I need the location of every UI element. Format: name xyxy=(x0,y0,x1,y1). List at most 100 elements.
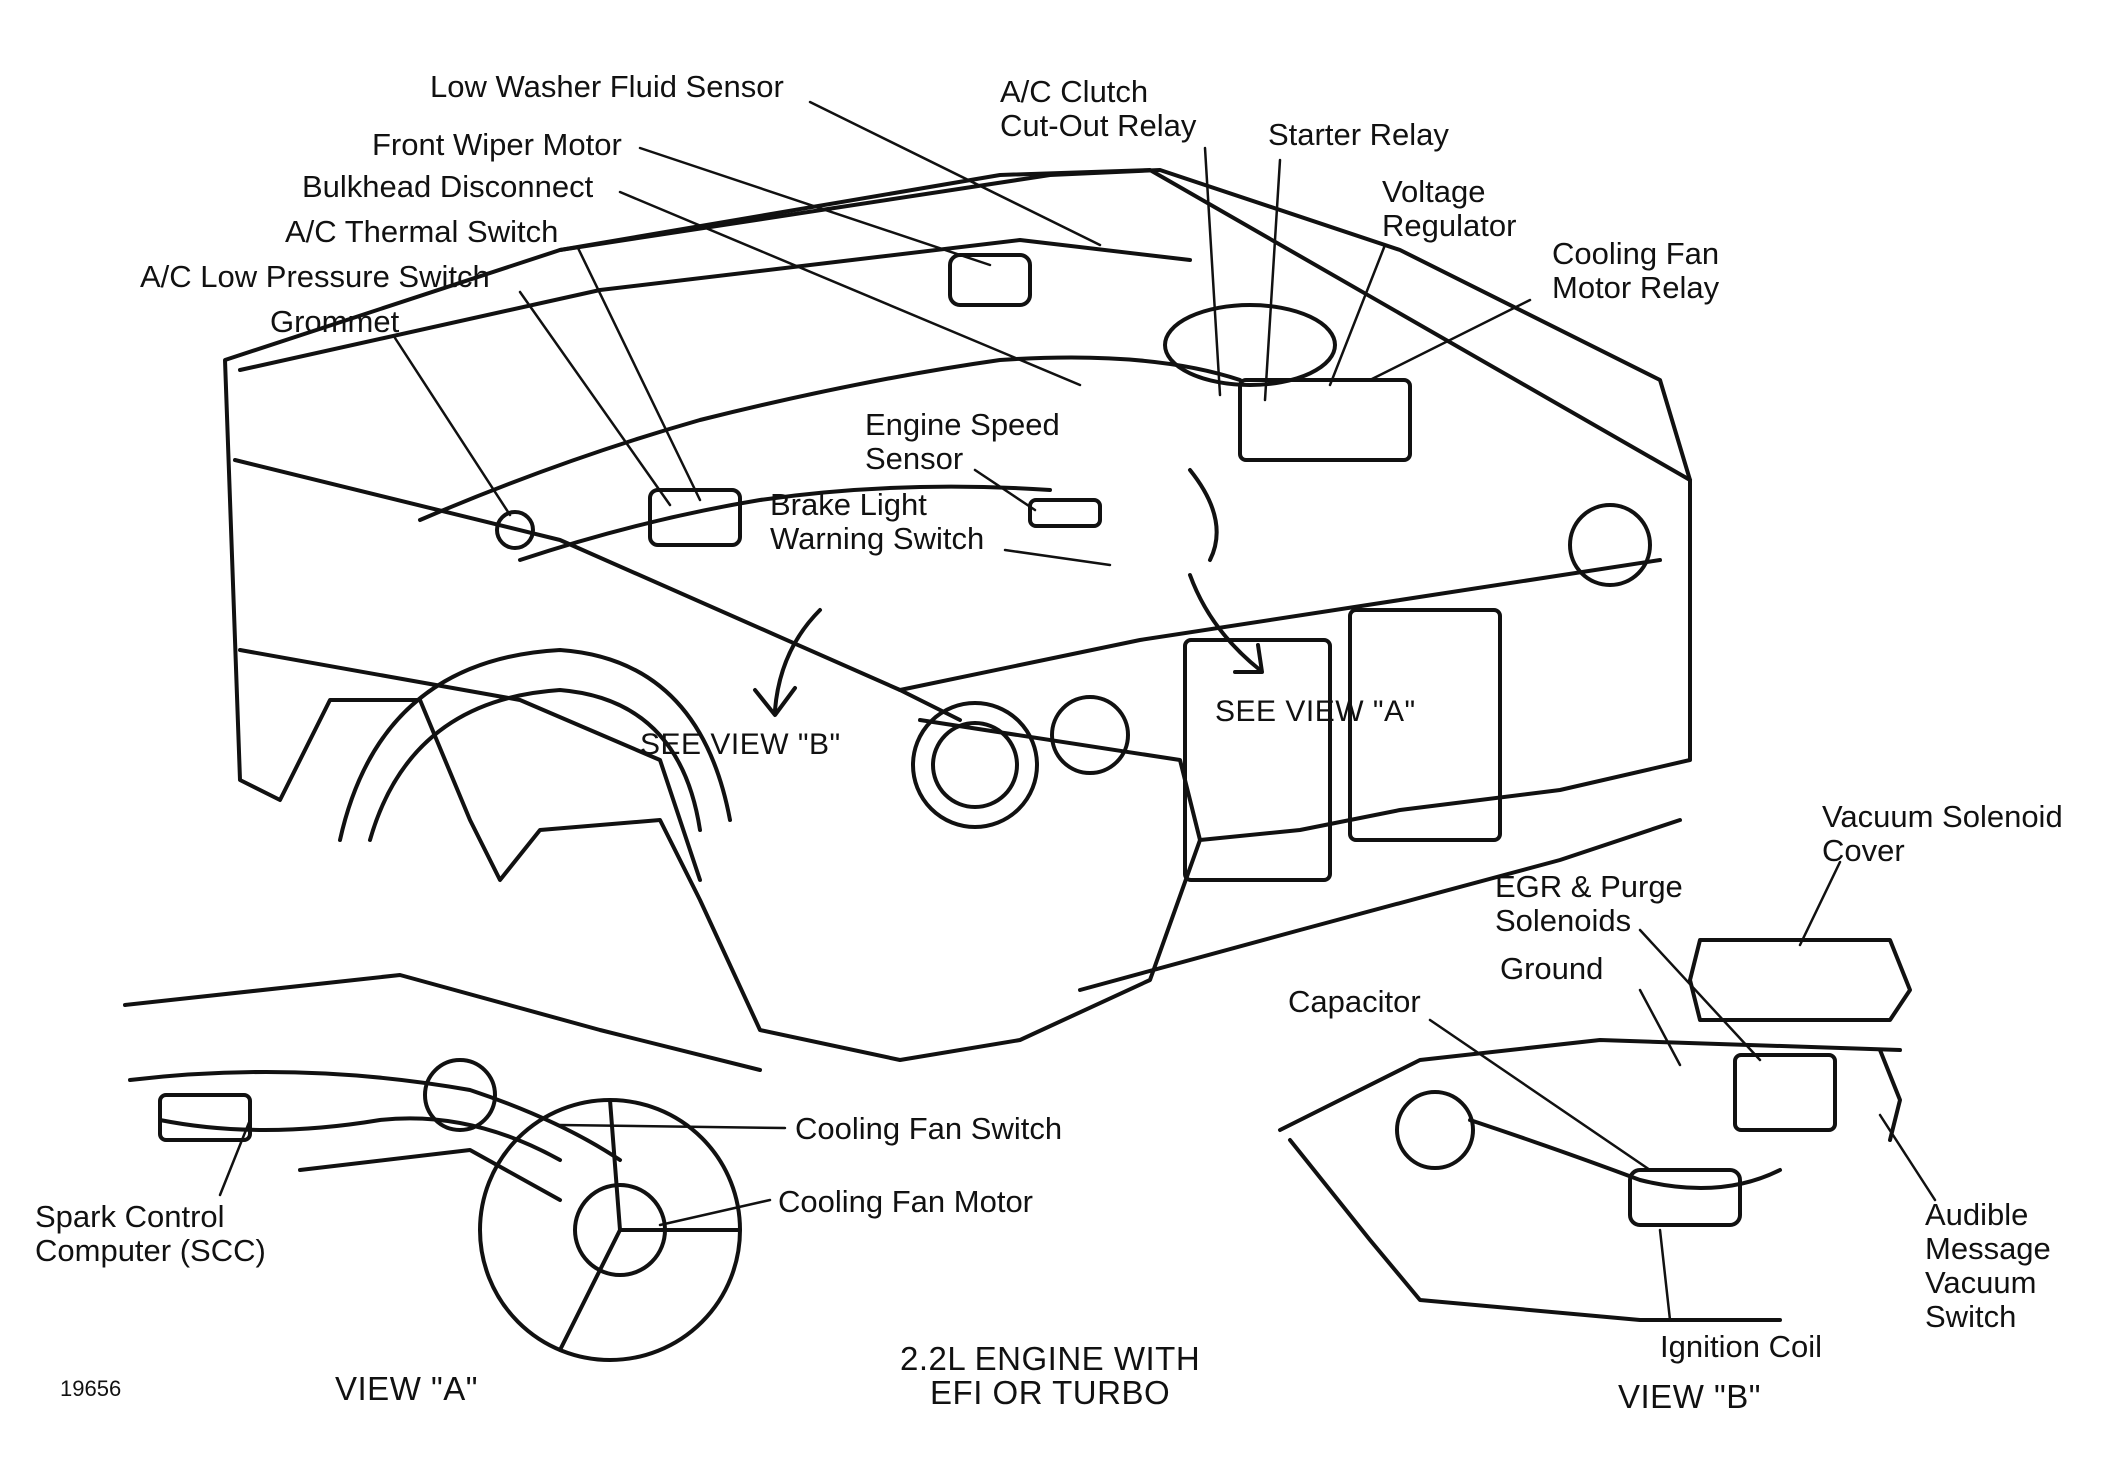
label-ac-low-pressure-switch: A/C Low Pressure Switch xyxy=(140,259,490,294)
see-view-a-arrowhead xyxy=(1233,643,1264,674)
grille-opening-right xyxy=(1348,608,1502,842)
label-egr-purge-solenoids-line-1: EGR & Purge xyxy=(1495,869,1683,904)
leader-ground xyxy=(1638,988,1682,1067)
label-see-view-a: SEE VIEW "A" xyxy=(1215,695,1416,728)
leader-cooling-fan-motor xyxy=(658,1198,772,1227)
cowl-line xyxy=(558,168,1692,482)
see-view-a-arrow xyxy=(1188,573,1262,672)
leader-vacuum-solenoid-cover xyxy=(1798,860,1842,947)
label-engine-speed-sensor-line-2: Sensor xyxy=(865,441,964,476)
label-vacuum-solenoid-cover-line-1: Vacuum Solenoid xyxy=(1822,799,2063,834)
label-audible-message-vacuum-switch: Audible Message Vacuum Switch xyxy=(1925,1198,2051,1334)
label-egr-purge-solenoids: EGR & Purge Solenoids xyxy=(1495,870,1683,938)
strut-tower xyxy=(1163,303,1337,387)
view-a-fan-blade-1 xyxy=(608,1098,622,1232)
label-ac-clutch-cutout-relay-line-2: Cut-Out Relay xyxy=(1000,108,1197,143)
bumper-line xyxy=(1078,818,1682,992)
label-voltage-regulator-line-1: Voltage xyxy=(1382,174,1486,209)
label-ac-thermal-switch: A/C Thermal Switch xyxy=(285,214,559,249)
view-a-fan-blade-3 xyxy=(558,1228,622,1352)
leader-grommet xyxy=(393,336,512,517)
label-starter-relay: Starter Relay xyxy=(1268,117,1449,152)
label-ground: Ground xyxy=(1500,951,1604,986)
harness-lower xyxy=(518,484,1052,562)
label-ignition-coil: Ignition Coil xyxy=(1660,1329,1822,1364)
grommet-shape xyxy=(495,510,535,550)
label-ac-clutch-cutout-relay: A/C Clutch Cut-Out Relay xyxy=(1000,75,1196,143)
label-brake-light-warning-switch-line-2: Warning Switch xyxy=(770,521,985,556)
label-engine-speed-sensor: Engine Speed Sensor xyxy=(865,408,1060,476)
view-a-harness xyxy=(158,1116,562,1162)
label-brake-light-warning-switch-line-1: Brake Light xyxy=(770,487,927,522)
label-capacitor: Capacitor xyxy=(1288,984,1421,1019)
label-front-wiper-motor: Front Wiper Motor xyxy=(372,127,622,162)
caption-engine-note-line-1: 2.2L ENGINE WITH xyxy=(900,1340,1201,1377)
label-audible-message-vacuum-switch-line-2: Message xyxy=(1925,1231,2051,1266)
harness-right xyxy=(1188,468,1219,562)
speed-sensor-body xyxy=(1028,498,1102,528)
relay-bank xyxy=(1238,378,1412,462)
figure-number: 19656 xyxy=(60,1376,122,1401)
headlight-left-inner xyxy=(931,721,1019,809)
caption-view-a: VIEW "A" xyxy=(335,1370,478,1407)
label-voltage-regulator: Voltage Regulator xyxy=(1382,175,1516,243)
front-panel xyxy=(918,718,1202,842)
headlight-mid xyxy=(1050,695,1130,775)
caption-view-b: VIEW "B" xyxy=(1618,1378,1761,1415)
leader-ignition-coil xyxy=(1658,1228,1672,1322)
label-low-washer-fluid-sensor: Low Washer Fluid Sensor xyxy=(430,69,784,104)
view-b-solenoid-block xyxy=(1733,1053,1837,1132)
fender-lower-crease xyxy=(238,648,702,882)
view-b-fender xyxy=(1288,1138,1782,1322)
leader-audible-message-vacuum-switch xyxy=(1878,1113,1937,1202)
leader-ac-low-pressure-switch xyxy=(518,290,672,507)
leader-low-washer-fluid-sensor xyxy=(808,100,1102,247)
label-spark-control-computer-line-1: Spark Control xyxy=(35,1199,225,1234)
view-a-crossmember xyxy=(128,1070,622,1162)
wheel-arch xyxy=(338,648,732,842)
see-view-b-arrow xyxy=(773,608,822,712)
wheel-arch-inner xyxy=(368,688,702,842)
view-b-solenoid-cover xyxy=(1688,938,1912,1022)
label-engine-speed-sensor-line-1: Engine Speed xyxy=(865,407,1060,442)
leader-engine-speed-sensor xyxy=(973,468,1037,512)
label-grommet: Grommet xyxy=(270,304,400,339)
view-a-fender-line xyxy=(123,973,762,1072)
label-cooling-fan-motor: Cooling Fan Motor xyxy=(778,1184,1034,1219)
leader-capacitor xyxy=(1428,1018,1652,1172)
grille-opening-left xyxy=(1183,638,1332,882)
label-see-view-b: SEE VIEW "B" xyxy=(640,728,841,761)
label-cooling-fan-switch: Cooling Fan Switch xyxy=(795,1111,1063,1146)
leader-voltage-regulator xyxy=(1328,243,1387,387)
body-outline xyxy=(223,168,1692,1062)
view-b-ignition-coil xyxy=(1628,1168,1742,1227)
label-spark-control-computer-line-2: Computer (SCC) xyxy=(35,1233,266,1268)
leader-front-wiper-motor xyxy=(638,146,992,267)
firewall-line xyxy=(238,238,1192,372)
view-b-headlamp xyxy=(1395,1090,1475,1170)
view-a-headlamp xyxy=(423,1058,497,1132)
view-a-scc-box xyxy=(158,1093,252,1142)
label-vacuum-solenoid-cover-line-2: Cover xyxy=(1822,833,1905,868)
leader-cooling-fan-motor-relay xyxy=(1368,298,1532,382)
view-b-cowl xyxy=(1278,1038,1902,1132)
label-audible-message-vacuum-switch-line-1: Audible xyxy=(1925,1197,2029,1232)
leader-spark-control-computer xyxy=(218,1118,252,1197)
leader-ac-thermal-switch xyxy=(576,246,702,502)
leader-cooling-fan-switch xyxy=(558,1123,787,1130)
radiator-support xyxy=(898,558,1662,692)
leader-bulkhead-disconnect xyxy=(618,190,1082,387)
label-audible-message-vacuum-switch-line-4: Switch xyxy=(1925,1299,2017,1334)
view-b-bracket xyxy=(1878,1048,1902,1142)
headlight-right xyxy=(1568,503,1652,587)
label-spark-control-computer: Spark Control Computer (SCC) xyxy=(35,1200,266,1268)
view-b-harness xyxy=(1468,1118,1782,1190)
label-bulkhead-disconnect: Bulkhead Disconnect xyxy=(302,169,594,204)
caption-engine-note: 2.2L ENGINE WITH EFI OR TURBO xyxy=(900,1342,1200,1410)
wiper-motor-body xyxy=(948,253,1032,307)
harness-main xyxy=(418,355,1242,522)
label-audible-message-vacuum-switch-line-3: Vacuum xyxy=(1925,1265,2037,1300)
fender-crease xyxy=(233,458,962,722)
